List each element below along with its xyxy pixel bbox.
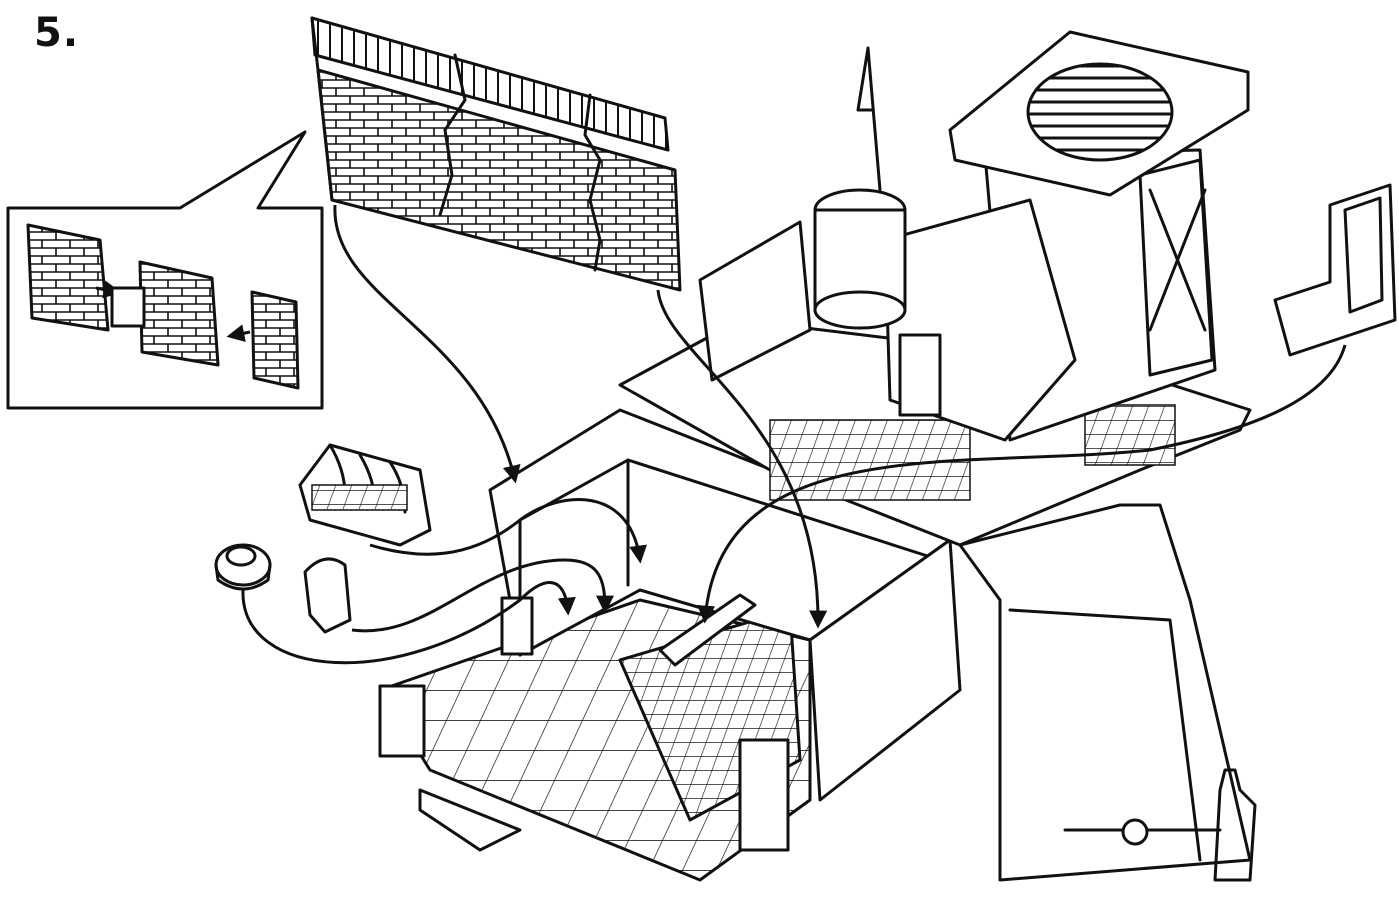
wall-assembly-inset [6, 130, 324, 410]
brick-wall-panel [310, 16, 682, 292]
round-disc [214, 543, 272, 591]
seat-bench [298, 443, 432, 547]
step-number: 5. [34, 10, 80, 56]
corner-bracket [1273, 183, 1397, 357]
playset-base [378, 30, 1257, 882]
chair-piece [303, 557, 352, 634]
assembly-arrows [241, 204, 1347, 665]
